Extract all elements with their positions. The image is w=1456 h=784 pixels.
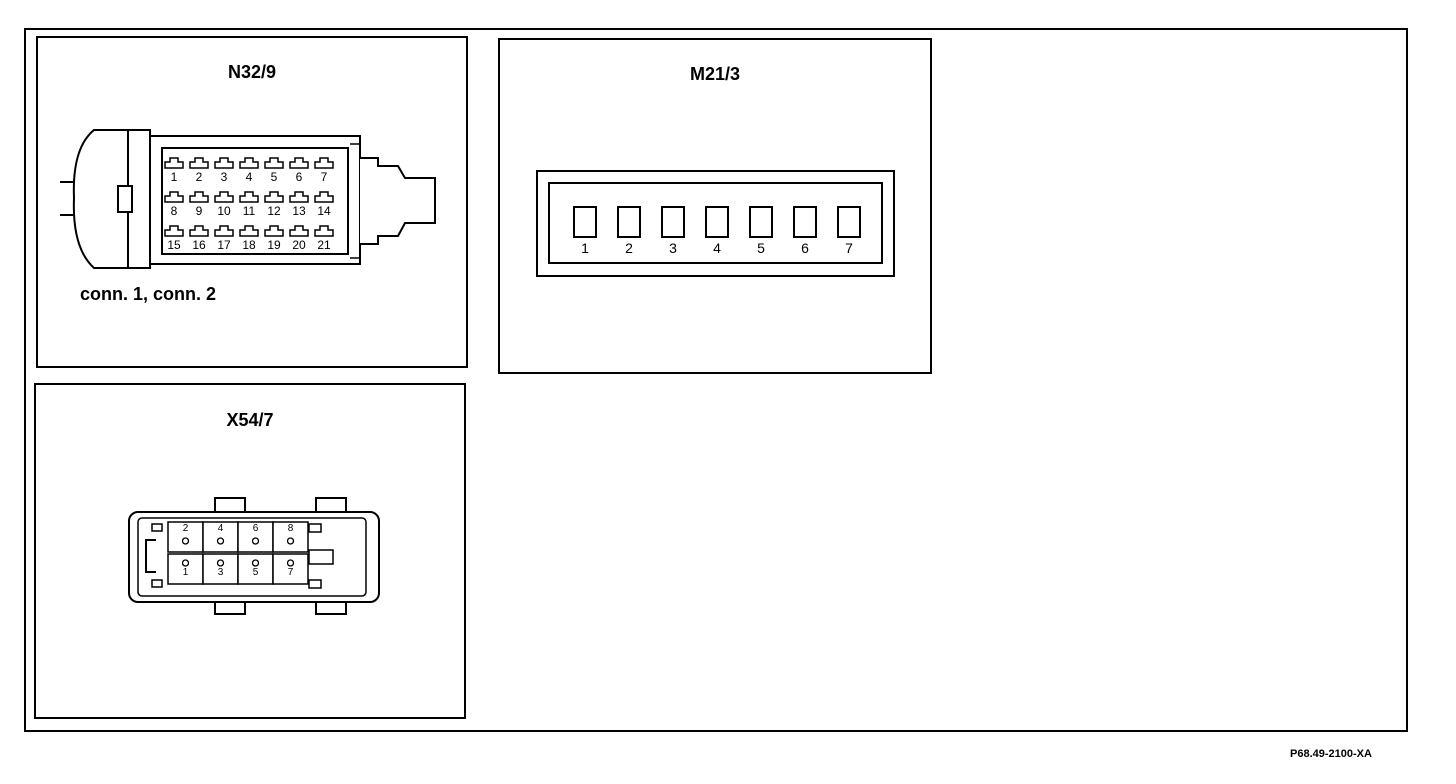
panel-n32-9-title: N32/9 — [227, 62, 277, 82]
n32-9-pin-number: 18 — [242, 238, 256, 252]
n32-9-pin-socket — [164, 157, 184, 169]
x54-7-pin-cell — [272, 553, 309, 585]
n32-9-pin-socket — [214, 157, 234, 169]
n32-9-pin-socket — [189, 225, 209, 237]
n32-9-pin-socket — [289, 225, 309, 237]
n32-9-pin-number: 4 — [245, 170, 253, 184]
x54-7-pin-number: 2 — [182, 523, 189, 534]
m21-3-pin-socket — [617, 206, 641, 238]
x54-7-pin-number: 5 — [252, 567, 259, 578]
n32-9-pin-number: 21 — [317, 238, 331, 252]
x54-7-pin-cell — [202, 521, 239, 553]
x54-7-pin-cell — [237, 521, 274, 553]
n32-9-connector-drawing — [60, 129, 436, 269]
n32-9-pin-socket — [239, 191, 259, 203]
n32-9-pin-number: 15 — [167, 238, 181, 252]
m21-3-pin-number: 2 — [625, 240, 633, 256]
n32-9-pin-socket — [264, 157, 284, 169]
x54-7-pin-hole — [181, 559, 190, 567]
panel-n32-9 — [36, 36, 468, 368]
panel-n32-9-caption: conn. 1, conn. 2 — [80, 284, 217, 304]
n32-9-pin-number: 14 — [317, 204, 331, 218]
n32-9-pin-number: 1 — [170, 170, 178, 184]
n32-9-pin-socket — [264, 225, 284, 237]
n32-9-pin-number: 10 — [217, 204, 231, 218]
n32-9-pin-socket — [314, 225, 334, 237]
m21-3-pin-number: 3 — [669, 240, 677, 256]
panel-m21-3 — [498, 38, 932, 374]
m21-3-pin-number: 1 — [581, 240, 589, 256]
n32-9-pin-number: 16 — [192, 238, 206, 252]
n32-9-pin-number: 9 — [195, 204, 203, 218]
x54-7-pin-number: 4 — [217, 523, 224, 534]
m21-3-connector-drawing — [536, 170, 895, 277]
x54-7-pin-number: 8 — [287, 523, 294, 534]
n32-9-pin-number: 12 — [267, 204, 281, 218]
lug — [315, 497, 347, 513]
x54-7-pin-hole — [216, 537, 225, 545]
n32-9-pin-number: 19 — [267, 238, 281, 252]
x54-7-pin-number: 6 — [252, 523, 259, 534]
n32-9-pin-socket — [214, 225, 234, 237]
outer-frame — [24, 28, 1408, 732]
m21-3-pin-number: 5 — [757, 240, 765, 256]
figure-id: P68.49-2100-XA — [1290, 748, 1372, 760]
x54-7-connector-drawing — [128, 497, 380, 615]
m21-3-pin-number: 7 — [845, 240, 853, 256]
panel-x54-7-title: X54/7 — [226, 410, 274, 430]
n32-9-pin-socket — [189, 191, 209, 203]
n32-9-pin-number: 13 — [292, 204, 306, 218]
x54-7-pin-number: 3 — [217, 567, 224, 578]
panel-m21-3-title: M21/3 — [689, 64, 741, 84]
n32-9-pin-socket — [214, 191, 234, 203]
n32-9-pin-number: 6 — [295, 170, 303, 184]
n32-9-pin-number: 5 — [270, 170, 278, 184]
lug — [214, 497, 246, 513]
n32-9-pin-socket — [239, 157, 259, 169]
m21-3-pin-socket — [661, 206, 685, 238]
n32-9-pin-socket — [289, 191, 309, 203]
x54-7-pin-number: 7 — [287, 567, 294, 578]
n32-9-pin-socket — [189, 157, 209, 169]
x54-7-pin-hole — [251, 559, 260, 567]
n32-9-pin-number: 20 — [292, 238, 306, 252]
x54-7-pin-cell — [272, 521, 309, 553]
m21-3-pin-number: 6 — [801, 240, 809, 256]
n32-9-pin-number: 7 — [320, 170, 328, 184]
n32-9-pin-number: 2 — [195, 170, 203, 184]
m21-3-pin-socket — [793, 206, 817, 238]
panel-x54-7 — [34, 383, 466, 719]
m21-3-pin-socket — [573, 206, 597, 238]
m21-3-pin-socket — [749, 206, 773, 238]
n32-9-pin-socket — [264, 191, 284, 203]
latch-tab — [117, 185, 133, 213]
x54-7-pin-cell — [167, 521, 204, 553]
x54-7-pin-hole — [286, 559, 295, 567]
n32-9-pin-socket — [239, 225, 259, 237]
housing-rear — [72, 129, 131, 269]
housing-nose — [360, 157, 436, 245]
x54-7-pin-hole — [251, 537, 260, 545]
x54-7-pin-hole — [286, 537, 295, 545]
n32-9-pin-socket — [289, 157, 309, 169]
x54-7-pin-number: 1 — [182, 567, 189, 578]
x54-7-pin-hole — [216, 559, 225, 567]
n32-9-pin-number: 3 — [220, 170, 228, 184]
m21-3-pin-number: 4 — [713, 240, 721, 256]
m21-3-pin-socket — [837, 206, 861, 238]
n32-9-pin-socket — [314, 157, 334, 169]
x54-7-pin-hole — [181, 537, 190, 545]
m21-3-pin-socket — [705, 206, 729, 238]
n32-9-pin-socket — [314, 191, 334, 203]
n32-9-pin-number: 11 — [242, 204, 256, 218]
left-key — [145, 539, 156, 573]
n32-9-pin-number: 8 — [170, 204, 178, 218]
n32-9-pin-socket — [164, 225, 184, 237]
n32-9-pin-socket — [164, 191, 184, 203]
n32-9-pin-number: 17 — [217, 238, 231, 252]
